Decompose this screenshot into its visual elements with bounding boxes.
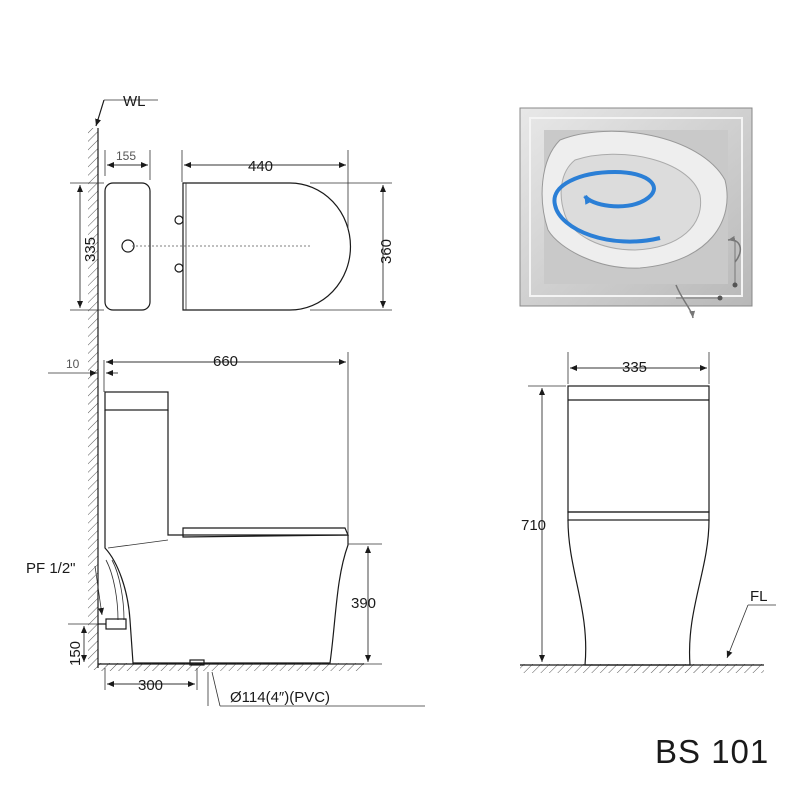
flush-illustration [519,107,753,319]
dim-wall-gap: 10 [66,357,80,371]
wall-label: WL [123,93,146,110]
dim-seat-height: 390 [351,595,376,612]
outlet-label: Ø114(4″)(PVC) [230,689,330,706]
top-view: 155 440 335 360 [70,149,395,311]
dim-front-width: 335 [622,359,647,376]
model-number: BS 101 [655,733,769,770]
dim-inlet-height: 150 [67,641,84,666]
flush-swirl-arrow [552,169,661,244]
dim-bowl-length: 440 [248,158,273,175]
dim-total-length: 660 [213,353,238,370]
side-view: PF 1/2" 10 660 390 150 300 Ø114(4″)(PVC) [26,352,425,707]
wall: WL [88,93,158,670]
front-view: 335 710 FL [520,352,776,673]
water-inlet-label: PF 1/2" [26,560,76,577]
dim-bowl-width: 360 [378,239,395,264]
dim-tank-width: 335 [82,237,99,262]
dim-tank-depth: 155 [116,149,136,163]
dim-total-height: 710 [521,517,546,534]
dim-rough-in: 300 [138,677,163,694]
floor-label: FL [750,588,768,605]
